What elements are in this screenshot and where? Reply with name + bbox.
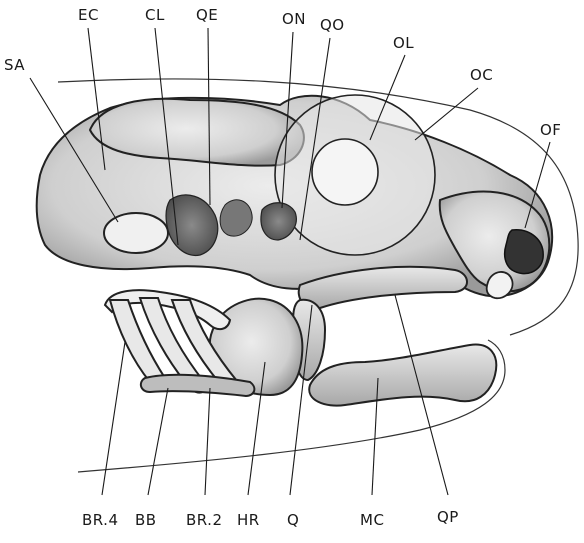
nasal-fold bbox=[487, 272, 513, 298]
label-sa: SA bbox=[4, 56, 25, 74]
label-cl: CL bbox=[145, 6, 165, 24]
label-br4: BR.4 bbox=[82, 511, 119, 529]
label-qo: QO bbox=[320, 16, 345, 34]
label-qe: QE bbox=[196, 6, 218, 24]
label-q: Q bbox=[287, 511, 299, 529]
label-bb: BB bbox=[135, 511, 157, 529]
label-qp: QP bbox=[437, 508, 459, 526]
lens-circle bbox=[312, 139, 378, 205]
meckels-cartilage bbox=[309, 345, 496, 406]
label-on: ON bbox=[282, 10, 306, 28]
label-of: OF bbox=[540, 121, 561, 139]
label-ec: EC bbox=[78, 6, 99, 24]
label-br2: BR.2 bbox=[186, 511, 223, 529]
label-ol: OL bbox=[393, 34, 414, 52]
label-mc: MC bbox=[360, 511, 384, 529]
label-oc: OC bbox=[470, 66, 493, 84]
auditory-capsule bbox=[104, 213, 168, 253]
label-hr: HR bbox=[237, 511, 260, 529]
